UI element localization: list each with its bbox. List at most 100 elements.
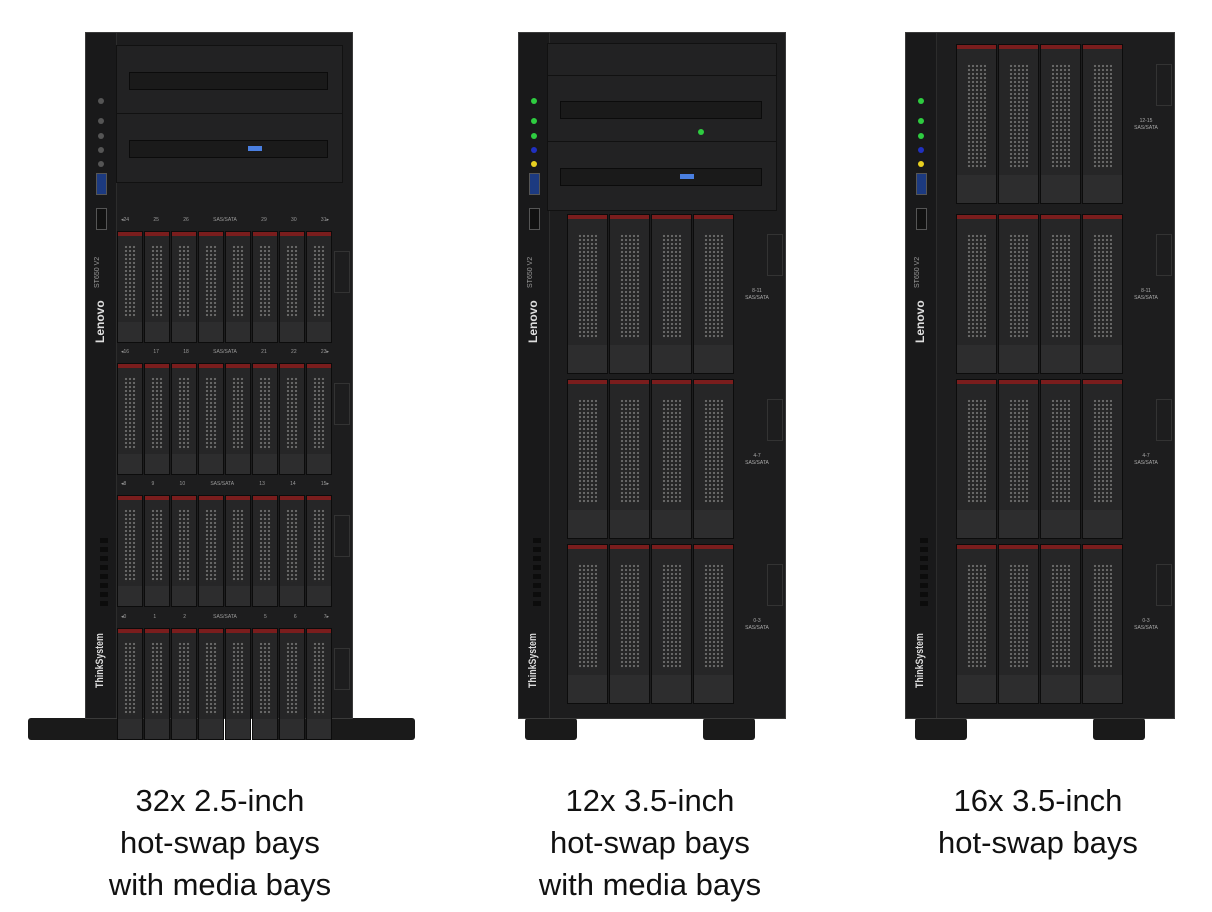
bay-number: SAS/SATA: [213, 349, 237, 355]
drive-bay: [1082, 214, 1123, 374]
drive-vent-mesh: [151, 377, 163, 450]
drive-handle: [253, 454, 277, 474]
bay-number: SAS/SATA: [213, 614, 237, 620]
fault-led-icon: [918, 161, 924, 167]
drive-latch: [999, 215, 1038, 219]
drive-bay: [1082, 379, 1123, 539]
drive-vent-mesh: [1008, 563, 1029, 669]
caption-line: hot-swap bays: [550, 825, 750, 860]
caption-line: hot-swap bays: [938, 825, 1138, 860]
drive-handle: [118, 719, 142, 739]
bay-group-text: 8-11: [1141, 288, 1151, 294]
drive-latch: [1041, 545, 1080, 549]
drive-latch: [1041, 45, 1080, 49]
drive-vent-mesh: [1050, 398, 1071, 504]
drive-handle: [307, 322, 331, 342]
drive-bay: [1082, 44, 1123, 204]
drive-latch: [610, 545, 649, 549]
eject-button: [247, 146, 262, 151]
drive-handle: [280, 586, 304, 606]
vent-slot: [100, 601, 108, 606]
drive-latch: [172, 629, 196, 633]
drive-latch: [652, 545, 691, 549]
drive-latch: [172, 496, 196, 500]
drive-bay: [567, 544, 608, 704]
lenovo-logo: Lenovo: [913, 300, 927, 343]
bay-number: ◂16: [121, 349, 130, 355]
drive-latch: [118, 232, 142, 236]
side-latch: [767, 564, 783, 606]
bay-number: 22: [291, 349, 297, 355]
drive-vent-mesh: [1008, 398, 1029, 504]
drive-latch: [253, 364, 277, 368]
side-latch: [1156, 64, 1172, 106]
drive-bay: [651, 379, 692, 539]
bay-number: 10: [179, 481, 186, 487]
drive-bay: [225, 495, 251, 607]
drive-bay: [956, 379, 997, 539]
drive-latch: [280, 364, 304, 368]
bay-number: 29: [261, 217, 267, 223]
side-latch: [1156, 399, 1172, 441]
drive-bay: [198, 363, 224, 475]
drive-bay: [567, 379, 608, 539]
drive-latch: [253, 232, 277, 236]
vent-slot: [533, 556, 541, 561]
drive-handle: [118, 322, 142, 342]
drive-latch: [145, 232, 169, 236]
drive-handle: [172, 454, 196, 474]
drive-latch: [694, 215, 733, 219]
drive-handle: [610, 344, 649, 373]
bay-number: 6: [293, 614, 297, 620]
drive-vent-mesh: [286, 509, 298, 582]
drive-handle: [226, 719, 250, 739]
drive-vent-mesh: [619, 563, 640, 669]
drive-bay: [693, 544, 734, 704]
drive-bay: [998, 379, 1039, 539]
drive-bay: [956, 44, 997, 204]
drive-latch: [1083, 45, 1122, 49]
media-bay: [547, 43, 777, 77]
vent-slot: [920, 538, 928, 543]
drive-handle: [694, 509, 733, 538]
drive-handle: [280, 322, 304, 342]
drive-latch: [253, 629, 277, 633]
drive-handle: [145, 586, 169, 606]
vent-slot: [920, 574, 928, 579]
bay-number: 15▸: [320, 481, 329, 487]
drive-latch: [1083, 380, 1122, 384]
drive-bay: [117, 628, 143, 740]
drive-latch: [1041, 380, 1080, 384]
drive-vent-mesh: [1050, 233, 1071, 339]
drive-bay: [198, 628, 224, 740]
drive-latch: [694, 380, 733, 384]
drive-latch: [118, 629, 142, 633]
drive-handle: [253, 322, 277, 342]
drive-handle: [652, 509, 691, 538]
side-latch: [334, 648, 350, 690]
drive-bay: [609, 214, 650, 374]
drive-handle: [1083, 344, 1122, 373]
drive-slot: [129, 140, 328, 158]
drive-vent-mesh: [1008, 233, 1029, 339]
drive-handle: [1041, 344, 1080, 373]
drive-latch: [999, 45, 1038, 49]
vent-slot: [920, 547, 928, 552]
drive-vent-mesh: [286, 642, 298, 715]
vent-slot: [533, 574, 541, 579]
media-bay: [547, 75, 777, 143]
power-icon: [918, 98, 924, 104]
drive-bay: [144, 363, 170, 475]
caption-line: 32x 2.5-inch: [135, 783, 305, 818]
drive-handle: [568, 674, 607, 703]
drive-vent-mesh: [259, 245, 271, 318]
drive-vent-mesh: [232, 377, 244, 450]
id-led-icon: [918, 147, 924, 153]
usb2-port: [529, 208, 540, 230]
side-latch: [1156, 234, 1172, 276]
